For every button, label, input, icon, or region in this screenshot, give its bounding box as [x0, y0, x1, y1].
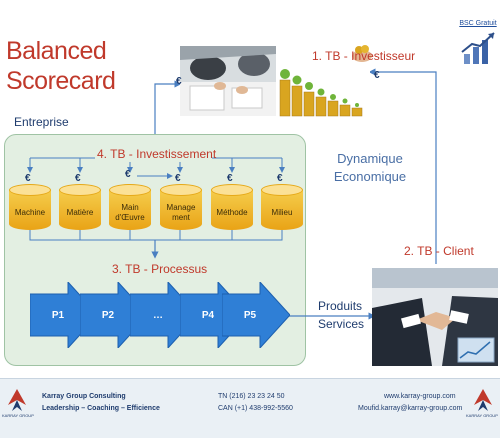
footer-email-link[interactable]: Moufid.karray@karray-group.com [358, 405, 463, 412]
dynamic-economy-label: Dynamique Economique [333, 151, 407, 184]
resource-label: Milieu [271, 208, 293, 217]
euro-icon: € [227, 173, 233, 184]
resource-label: Main d'Œuvre [115, 203, 145, 222]
footer-company: Karray Group Consulting [42, 393, 126, 400]
euro-icon: € [374, 70, 380, 81]
tb-process-label: 3. TB - Processus [112, 262, 208, 276]
footer-phone-tn: TN (216) 23 23 24 50 [218, 393, 285, 400]
resource-label: Matière [66, 208, 94, 217]
bsc-gratuit-link[interactable]: BSC Gratuit [459, 20, 497, 27]
products-services-label: Produits Services [318, 299, 365, 331]
footer-tagline: Leadership – Coaching – Efficience [42, 405, 160, 412]
resource-cylinder: Machine [9, 184, 51, 234]
hand-coins-image [350, 40, 374, 64]
coin-growth-image [278, 60, 370, 118]
resource-label: Méthode [216, 208, 248, 217]
enterprise-label: Entreprise [14, 115, 69, 129]
footer-website-link[interactable]: www.karray-group.com [384, 393, 456, 400]
footer: KARRAY GROUP Karray Group Consulting Lea… [0, 378, 500, 438]
process-label: P2 [101, 309, 115, 321]
euro-icon: € [25, 173, 31, 184]
resource-cylinder: Milieu [261, 184, 303, 234]
tb-investor-label: 1. TB - Investisseur [312, 49, 416, 63]
client-handshake-image [372, 268, 498, 366]
company-logo-icon [474, 389, 492, 411]
euro-icon: € [75, 173, 81, 184]
process-step: P5 [222, 282, 290, 348]
euro-icon: € [125, 169, 131, 180]
resource-cylinder: Matière [59, 184, 101, 234]
company-logo-text: KARRAY GROUP [2, 413, 34, 418]
process-label: P5 [243, 309, 257, 321]
company-logo-text: KARRAY GROUP [466, 413, 498, 418]
tb-investment-label: 4. TB - Investissement [97, 147, 217, 161]
tb-client-label: 2. TB - Client [404, 244, 474, 258]
footer-phone-can: CAN (+1) 438-992-5560 [218, 405, 293, 412]
resource-cylinder: Main d'Œuvre [109, 184, 151, 234]
resource-cylinder: Manage ment [160, 184, 202, 234]
investor-meeting-image [180, 46, 276, 116]
euro-icon: € [176, 76, 182, 87]
resource-label: Manage ment [166, 203, 196, 222]
resource-label: Machine [14, 208, 46, 217]
resource-cylinder: Méthode [211, 184, 253, 234]
euro-icon: € [175, 173, 181, 184]
process-label: P4 [201, 309, 215, 321]
diagram-title: Balanced Scorecard [6, 37, 116, 95]
process-label: P1 [51, 309, 65, 321]
process-label: … [153, 309, 163, 321]
chart-icon [461, 32, 495, 64]
company-logo-icon [8, 389, 26, 411]
euro-icon: € [277, 173, 283, 184]
